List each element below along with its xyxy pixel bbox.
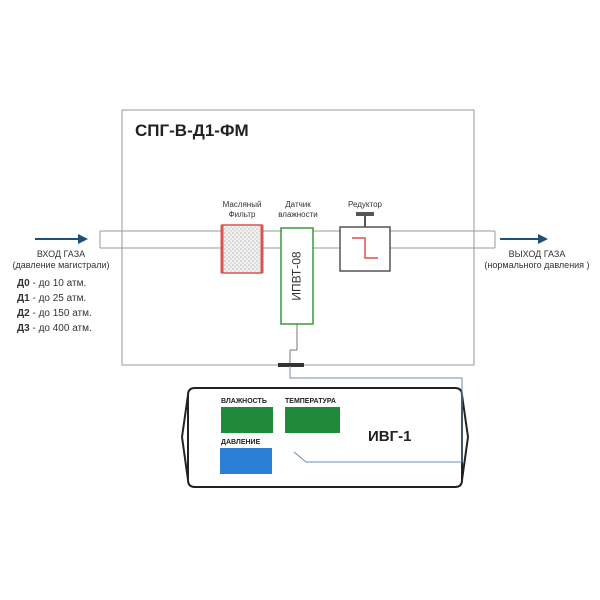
outlet-title: ВЫХОД ГАЗА — [508, 249, 566, 259]
sensor-label-line1: Датчик — [285, 200, 311, 209]
device-name: ИВГ-1 — [368, 428, 412, 445]
pressure-reducer — [339, 212, 391, 272]
range-item: Д0 - до 10 атм. — [17, 278, 87, 289]
pressure-display — [220, 448, 272, 474]
sensor-model-text: ИПВТ-08 — [290, 251, 304, 301]
sensor-model-label: ИПВТ-08 — [286, 231, 308, 321]
range-item: Д1 - до 25 атм. — [17, 293, 87, 304]
system-title: СПГ-В-Д1-ФМ — [135, 121, 249, 140]
humidity-display — [221, 407, 273, 433]
inlet-arrow-icon — [35, 234, 88, 244]
humidity-label: ВЛАЖНОСТЬ — [221, 398, 267, 405]
signal-cable — [289, 366, 463, 463]
pressure-label: ДАВЛЕНИЕ — [221, 439, 261, 446]
humidity-sensor — [280, 227, 314, 325]
filter-label: Масляный Фильтр — [212, 200, 272, 220]
temperature-label: ТЕМПЕРАТУРА — [285, 398, 336, 405]
range-item: Д2 - до 150 атм. — [17, 308, 92, 319]
sensor-label: Датчик влажности — [272, 200, 324, 220]
filter-label-line1: Масляный — [222, 200, 262, 209]
cable-connector — [278, 363, 304, 367]
sensor-label-line2: влажности — [278, 210, 318, 219]
range-item: Д3 - до 400 атм. — [17, 323, 92, 334]
inlet-label: ВХОД ГАЗА (давление магистрали) — [0, 249, 122, 271]
inlet-title: ВХОД ГАЗА — [36, 249, 86, 259]
outlet-arrow-icon — [500, 234, 548, 244]
filter-label-line2: Фильтр — [228, 210, 256, 219]
inlet-subtitle: (давление магистрали) — [12, 260, 110, 270]
outlet-label: ВЫХОД ГАЗА (нормального давления ) — [474, 249, 600, 271]
oil-filter — [220, 224, 264, 274]
temperature-display — [285, 407, 340, 433]
pressure-ranges: Д0 - до 10 атм. Д1 - до 25 атм. Д2 - до … — [17, 276, 92, 336]
reducer-label: Редуктор — [348, 200, 382, 209]
outlet-subtitle: (нормального давления ) — [484, 260, 590, 270]
